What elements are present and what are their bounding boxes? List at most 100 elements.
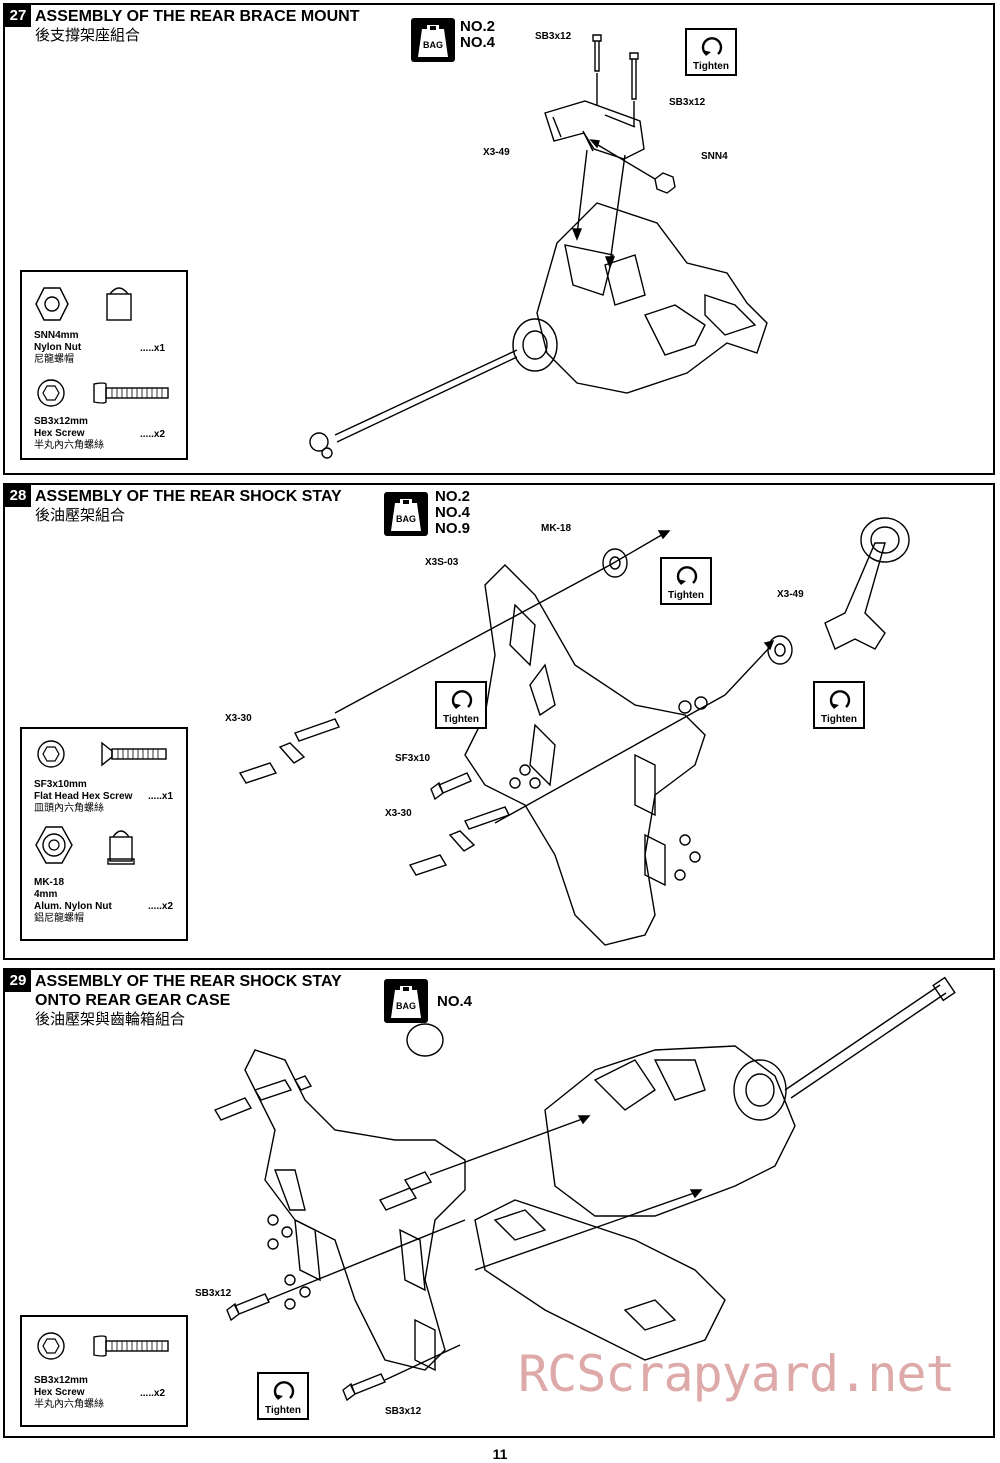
tighten-label: Tighten: [693, 61, 729, 72]
step-title: ASSEMBLY OF THE REAR SHOCK STAY 後油壓架組合: [35, 487, 342, 525]
part-code: SB3x12mm: [34, 416, 88, 427]
bag-no: NO.9: [435, 520, 471, 537]
part-quantity: .....x1: [148, 791, 174, 802]
parts-list: SNN4mm Nylon Nut 尼龍螺帽 .....x1 SB3x12mm H…: [20, 270, 188, 460]
part-code: SB3x12mm: [34, 1375, 88, 1386]
part-code: SNN4mm: [34, 330, 79, 341]
part-name: Hex Screw: [34, 428, 85, 439]
part-quantity: .....x2: [140, 429, 166, 440]
callout-label: SB3x12: [535, 31, 572, 42]
bag-label: BAG: [396, 514, 416, 524]
part-code: MK-18: [34, 877, 65, 888]
part-description: SB3x12mm Hex Screw 半丸內六角螺絲: [34, 1375, 104, 1411]
hex-screw-icon: [93, 1335, 169, 1357]
tighten-arrow-icon: [676, 566, 698, 585]
bag-icon: BAG: [384, 492, 428, 536]
flat-head-screw-head-icon: [37, 740, 65, 768]
tighten-box: Tighten: [685, 28, 737, 76]
step-title-cn: 後支撐架座組合: [35, 27, 141, 44]
tighten-arrow-icon: [701, 37, 723, 56]
step-title-en: ASSEMBLY OF THE REAR SHOCK STAY: [35, 488, 342, 505]
step-number: 27: [5, 5, 31, 27]
callout-label: SNN4: [701, 151, 728, 162]
step-29-panel: 29 ASSEMBLY OF THE REAR SHOCK STAY ONTO …: [3, 968, 995, 1438]
step-title-cn: 後油壓架組合: [35, 507, 126, 524]
callout-label: SF3x10: [395, 753, 431, 764]
callout-label: X3-30: [385, 808, 412, 819]
watermark: RCScrapyard.net: [518, 1345, 956, 1403]
part-description: SNN4mm Nylon Nut 尼龍螺帽: [34, 330, 81, 366]
bag-icon: BAG: [411, 18, 455, 62]
bag-icon: BAG: [384, 979, 428, 1023]
callout-label: SB3x12: [669, 97, 706, 108]
tighten-label: Tighten: [443, 714, 479, 725]
tighten-box: Tighten: [257, 1372, 309, 1420]
callout-label: X3-30: [225, 713, 252, 724]
tighten-box: Tighten: [660, 557, 712, 605]
step-title-cn: 後油壓架與齒輪箱組合: [35, 1011, 186, 1028]
tighten-arrow-icon: [829, 690, 851, 709]
tighten-arrow-icon: [451, 690, 473, 709]
bag-no: NO.4: [437, 993, 473, 1010]
callout-label: X3-49: [483, 147, 510, 158]
bag-numbers: NO.2 NO.4: [460, 19, 495, 51]
tighten-label: Tighten: [821, 714, 857, 725]
step-number: 28: [5, 485, 31, 507]
tighten-label: Tighten: [265, 1405, 301, 1416]
tighten-label: Tighten: [668, 590, 704, 601]
part-name-cn: 半丸內六角螺絲: [34, 440, 104, 451]
parts-list: SF3x10mm Flat Head Hex Screw 皿頭內六角螺絲 ...…: [20, 727, 188, 941]
page-number: 11: [492, 1446, 508, 1462]
alum-nylon-nut-icon: [35, 826, 73, 864]
part-name: Flat Head Hex Screw: [34, 791, 133, 802]
step-title-en: ASSEMBLY OF THE REAR BRACE MOUNT: [35, 8, 360, 25]
part-name: Alum. Nylon Nut: [34, 901, 112, 912]
part-name-cn: 尼龍螺帽: [34, 354, 74, 365]
part-name-cn: 鋁尼龍螺帽: [34, 913, 84, 924]
part-quantity: .....x2: [140, 1388, 166, 1399]
bag-numbers: NO.2 NO.4 NO.9: [435, 489, 470, 537]
step-27-panel: 27 ASSEMBLY OF THE REAR BRACE MOUNT 後支撐架…: [3, 3, 995, 475]
callout-label: SB3x12: [385, 1406, 422, 1417]
part-name: 4mm: [34, 889, 58, 900]
callout-label: X3-49: [777, 589, 804, 600]
part-code: SF3x10mm: [34, 779, 87, 790]
bag-numbers: NO.4: [437, 994, 472, 1010]
hex-screw-head-icon: [37, 379, 65, 407]
rear-shock-stay-illustration: [238, 517, 910, 946]
step-title: ASSEMBLY OF THE REAR SHOCK STAY ONTO REA…: [35, 972, 342, 1029]
shock-stay-gear-case-illustration: [213, 976, 956, 1402]
tighten-arrow-icon: [273, 1381, 295, 1400]
part-quantity: .....x2: [148, 901, 174, 912]
bag-no: NO.2: [460, 18, 496, 35]
part-name: Hex Screw: [34, 1387, 85, 1398]
tighten-box: Tighten: [435, 681, 487, 729]
nylon-nut-icon: [35, 287, 69, 321]
callout-label: SB3x12: [195, 1288, 232, 1299]
bag-no: NO.2: [435, 488, 471, 505]
bag-label: BAG: [396, 1001, 416, 1011]
bag-no: NO.4: [435, 504, 471, 521]
flat-head-screw-icon: [101, 741, 167, 767]
alum-nylon-nut-side-icon: [107, 830, 135, 865]
bag-label: BAG: [423, 40, 443, 50]
hex-screw-icon: [93, 382, 169, 404]
step-number: 29: [5, 970, 31, 992]
callout-label: X3S-03: [425, 557, 459, 568]
bag-no: NO.4: [460, 34, 496, 51]
part-quantity: .....x1: [140, 343, 166, 354]
part-description: MK-18 4mm Alum. Nylon Nut 鋁尼龍螺帽: [34, 877, 112, 925]
part-description: SF3x10mm Flat Head Hex Screw 皿頭內六角螺絲: [34, 779, 132, 815]
rear-brace-mount-illustration: [309, 34, 768, 459]
step-28-panel: 28 ASSEMBLY OF THE REAR SHOCK STAY 後油壓架組…: [3, 483, 995, 960]
part-name-cn: 皿頭內六角螺絲: [34, 803, 104, 814]
step-title-en: ASSEMBLY OF THE REAR SHOCK STAY: [35, 973, 342, 990]
parts-list: SB3x12mm Hex Screw 半丸內六角螺絲 .....x2: [20, 1315, 188, 1427]
nylon-nut-side-icon: [106, 287, 132, 321]
step-title-en-line2: ONTO REAR GEAR CASE: [35, 992, 231, 1009]
step-title: ASSEMBLY OF THE REAR BRACE MOUNT 後支撐架座組合: [35, 7, 359, 45]
callout-label: MK-18: [541, 523, 572, 534]
part-name-cn: 半丸內六角螺絲: [34, 1399, 104, 1410]
part-name: Nylon Nut: [34, 342, 82, 353]
tighten-box: Tighten: [813, 681, 865, 729]
